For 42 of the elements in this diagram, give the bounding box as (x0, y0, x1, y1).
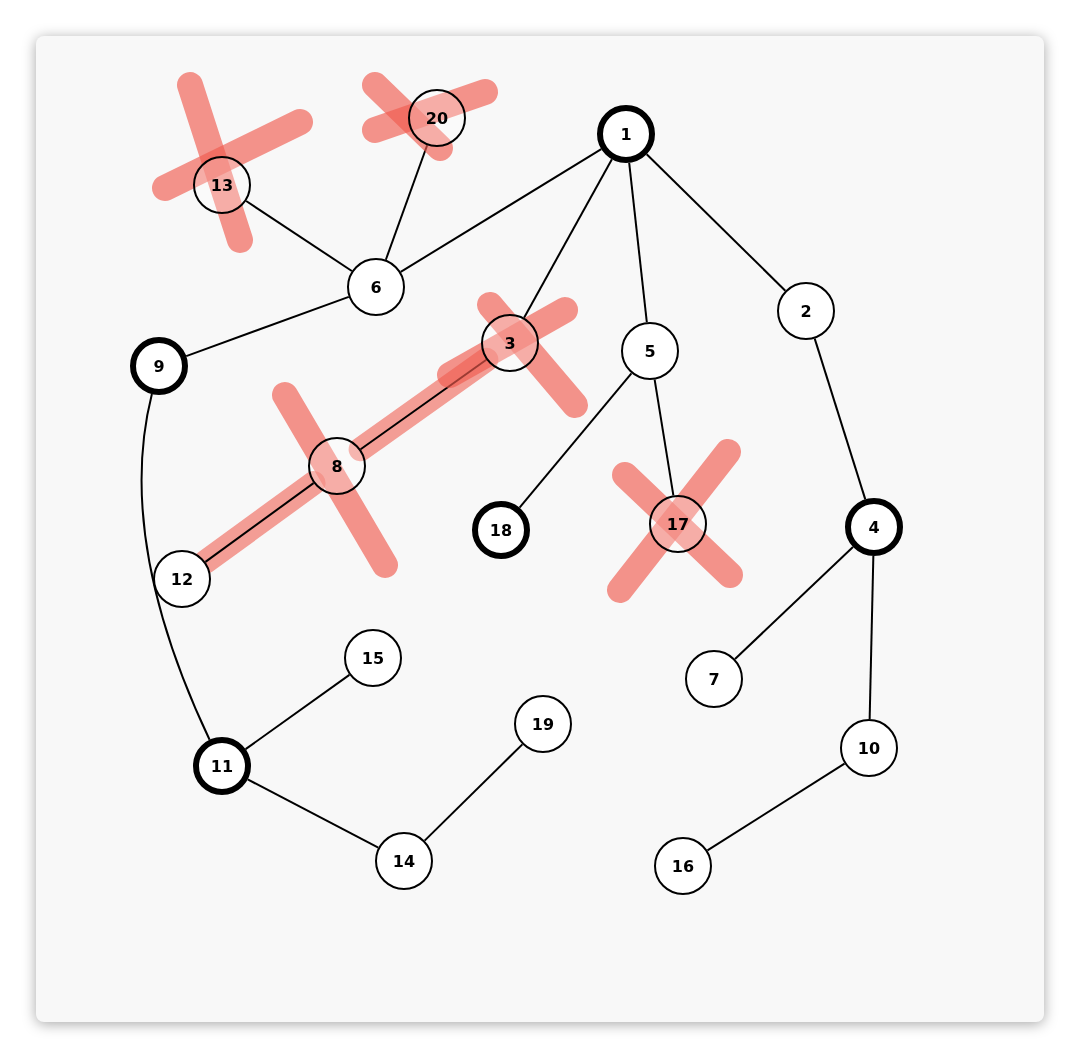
node-number: 20 (425, 108, 449, 128)
node-circle (193, 156, 251, 214)
node-number: 12 (170, 569, 194, 589)
edge-line (628, 161, 648, 324)
node-number: 17 (666, 514, 690, 534)
node-number: 4 (868, 517, 880, 537)
node-circle (408, 89, 466, 147)
edge-line (706, 762, 846, 852)
edge-line (645, 153, 787, 292)
node-circle (649, 495, 707, 553)
node-number: 3 (504, 333, 516, 353)
node-number: 11 (210, 756, 234, 776)
edge-line (518, 372, 633, 509)
node-number: 15 (361, 648, 385, 668)
node-number: 1 (620, 124, 632, 144)
node-number: 18 (489, 520, 513, 540)
edge-line (868, 555, 875, 720)
edge-line (423, 743, 524, 842)
edge-line (384, 144, 429, 261)
edge-line (653, 378, 675, 497)
edge-line (399, 148, 603, 273)
edge-line (140, 393, 211, 741)
edge-line (246, 778, 380, 849)
node-number: 10 (857, 738, 881, 758)
edge-line (185, 295, 350, 358)
node-number: 6 (370, 277, 382, 297)
node-circle (481, 314, 539, 372)
node-number: 14 (392, 851, 416, 871)
node-number: 5 (644, 341, 656, 361)
node-number: 16 (671, 856, 695, 876)
node-number: 19 (531, 714, 555, 734)
edge-line (734, 545, 854, 661)
node-number: 13 (210, 175, 234, 195)
edge-line (245, 200, 353, 272)
edge-line (523, 158, 613, 319)
node-circle (308, 437, 366, 495)
node-number: 8 (331, 456, 343, 476)
edge-line (813, 337, 867, 501)
node-number: 7 (708, 669, 720, 689)
node-number: 2 (800, 301, 812, 321)
edge-line (244, 673, 351, 751)
node-number: 9 (153, 356, 165, 376)
